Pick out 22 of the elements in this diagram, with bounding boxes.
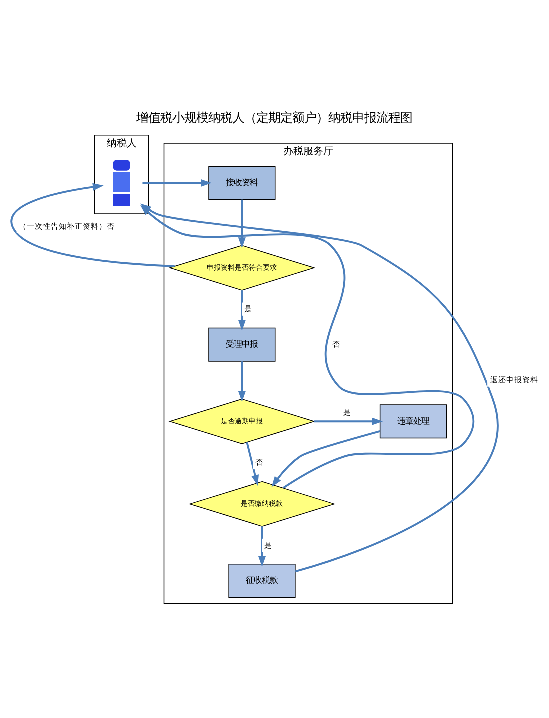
arrow bbox=[238, 199, 246, 248]
node-box: 接收资料 bbox=[208, 166, 276, 200]
node-box: 违章处理 bbox=[380, 404, 448, 438]
diagram-title: 增值税小规模纳税人（定期定额户）纳税申报流程图 bbox=[136, 110, 412, 125]
edge-label: 是 bbox=[244, 304, 252, 314]
edge-label: 否 bbox=[255, 458, 264, 467]
arrow bbox=[10, 182, 175, 267]
arrow bbox=[272, 430, 380, 487]
node-box: 受理申报 bbox=[208, 327, 276, 362]
arrow bbox=[258, 526, 266, 567]
arrow bbox=[314, 417, 384, 425]
arrow bbox=[238, 290, 246, 331]
edge-label: 是 bbox=[264, 540, 273, 550]
arrow bbox=[142, 178, 212, 186]
edge-label: 否 bbox=[332, 340, 340, 349]
arrow bbox=[238, 361, 246, 402]
edge-label: （一次性告知补正资料）否 bbox=[19, 222, 116, 231]
cluster: 纳税人 bbox=[94, 134, 150, 214]
node-box: 征收税款 bbox=[228, 564, 296, 598]
edge-label: 返还申报资料 bbox=[490, 375, 538, 384]
edge-label: 是 bbox=[343, 408, 352, 417]
arrow bbox=[246, 442, 259, 486]
